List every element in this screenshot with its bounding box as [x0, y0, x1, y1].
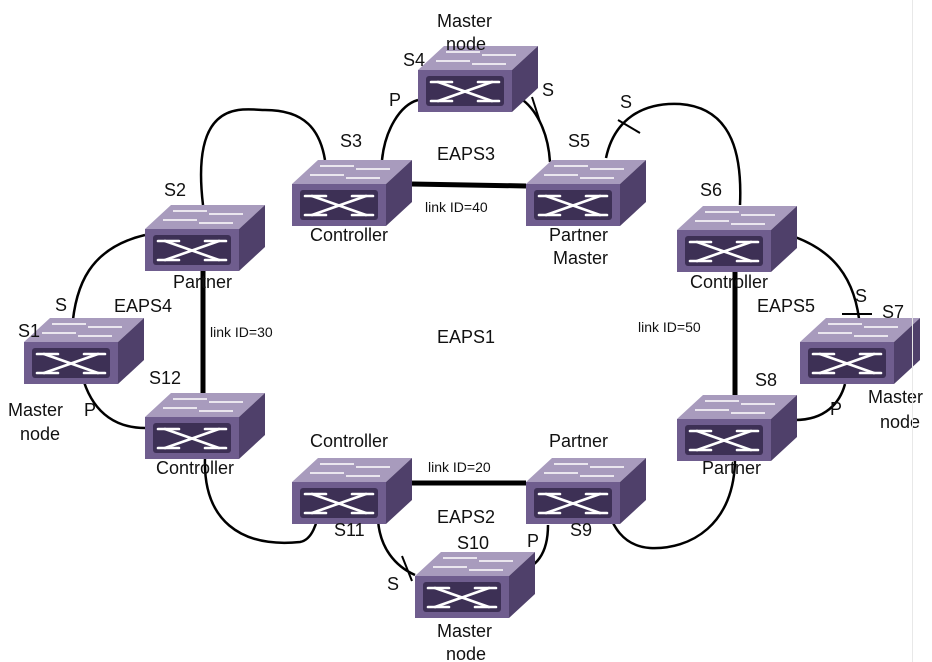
switch-s1: [22, 316, 146, 386]
network-switch-icon: [413, 550, 537, 620]
block-mark-s4: [531, 96, 541, 123]
s1-role-line2: node: [20, 424, 60, 444]
s4-role-line2: node: [446, 34, 486, 54]
s4-name: S4: [403, 50, 425, 70]
link-id-30-label: link ID=30: [210, 324, 273, 340]
link-s7-s8: [794, 383, 847, 422]
switch-s5: [524, 158, 648, 228]
network-switch-icon: [524, 158, 648, 228]
network-switch-icon: [524, 456, 648, 526]
s2-name: S2: [164, 180, 186, 200]
link-id-50-label: link ID=50: [638, 319, 701, 335]
s5-secondary-port: S: [620, 92, 632, 112]
switch-s9: [524, 456, 648, 526]
network-switch-icon: [416, 44, 540, 114]
s4-secondary-port: S: [542, 80, 554, 100]
s10-name: S10: [457, 533, 489, 553]
s9-role: Partner: [549, 431, 608, 451]
s1-secondary-port: S: [55, 295, 67, 315]
s3-role: Controller: [310, 225, 388, 245]
link-s10-s11: [376, 519, 416, 577]
network-switch-icon: [290, 456, 414, 526]
switch-s2: [143, 203, 267, 273]
s6-name: S6: [700, 180, 722, 200]
network-switch-icon: [675, 393, 799, 463]
ring-eaps1-label: EAPS1: [437, 327, 495, 347]
s12-name: S12: [149, 368, 181, 388]
s2-role: Partner: [173, 272, 232, 292]
ring-eaps5-label: EAPS5: [757, 296, 815, 316]
ring-eaps2-label: EAPS2: [437, 507, 495, 527]
s12-role: Controller: [156, 458, 234, 478]
switch-s3: [290, 158, 414, 228]
s9-name: S9: [570, 520, 592, 540]
s6-role: Controller: [690, 272, 768, 292]
network-switch-icon: [290, 158, 414, 228]
s5-name: S5: [568, 131, 590, 151]
s4-role-line1: Master: [437, 11, 492, 31]
switch-s11: [290, 456, 414, 526]
shared-link-s3-s5: [411, 181, 527, 189]
network-switch-icon: [143, 391, 267, 461]
s1-name: S1: [18, 321, 40, 341]
link-s2-s1: [70, 233, 146, 331]
s10-role-line1: Master: [437, 621, 492, 641]
link-s3-s4: [380, 98, 419, 161]
switch-s12: [143, 391, 267, 461]
s1-primary-port: P: [84, 400, 96, 420]
switch-s8: [675, 393, 799, 463]
page-edge-divider: [912, 0, 913, 662]
labels: Master node S4 P S S3 Controller S5 S Pa…: [8, 11, 923, 662]
link-id-20-label: link ID=20: [428, 459, 491, 475]
s10-primary-port: P: [527, 531, 539, 551]
s10-secondary-port: S: [387, 574, 399, 594]
link-s5-s6: [604, 102, 742, 206]
s8-role: Partner: [702, 458, 761, 478]
block-mark-s5: [617, 119, 641, 134]
network-switch-icon: [798, 316, 922, 386]
link-s12-s11: [203, 457, 320, 545]
s5-role-line1: Partner: [549, 225, 608, 245]
network-switch-icon: [143, 203, 267, 273]
link-s8-s9: [604, 457, 737, 550]
ring-eaps4-label: EAPS4: [114, 296, 172, 316]
s5-role-line2: Master: [553, 248, 608, 268]
ring-eaps3-label: EAPS3: [437, 144, 495, 164]
switch-s4: [416, 44, 540, 114]
s1-role-line1: Master: [8, 400, 63, 420]
link-s6-s7: [794, 235, 862, 329]
s7-secondary-port: S: [855, 286, 867, 306]
shared-links: [200, 181, 738, 486]
s10-role-line2: node: [446, 644, 486, 662]
link-id-40-label: link ID=40: [425, 199, 488, 215]
s7-primary-port: P: [830, 399, 842, 419]
s3-name: S3: [340, 131, 362, 151]
network-switch-icon: [22, 316, 146, 386]
s7-role-line2: node: [880, 412, 920, 432]
s7-role-line1: Master: [868, 387, 923, 407]
s11-role: Controller: [310, 431, 388, 451]
block-mark-s10: [401, 555, 413, 582]
s7-name: S7: [882, 302, 904, 322]
link-s1-s12: [82, 381, 146, 430]
s4-primary-port: P: [389, 90, 401, 110]
s11-name: S11: [334, 520, 365, 540]
s8-name: S8: [755, 370, 777, 390]
network-switch-icon: [675, 204, 799, 274]
switch-s10: [413, 550, 537, 620]
switch-s7: [798, 316, 922, 386]
switch-s6: [675, 204, 799, 274]
link-s2-s3: [199, 108, 327, 206]
